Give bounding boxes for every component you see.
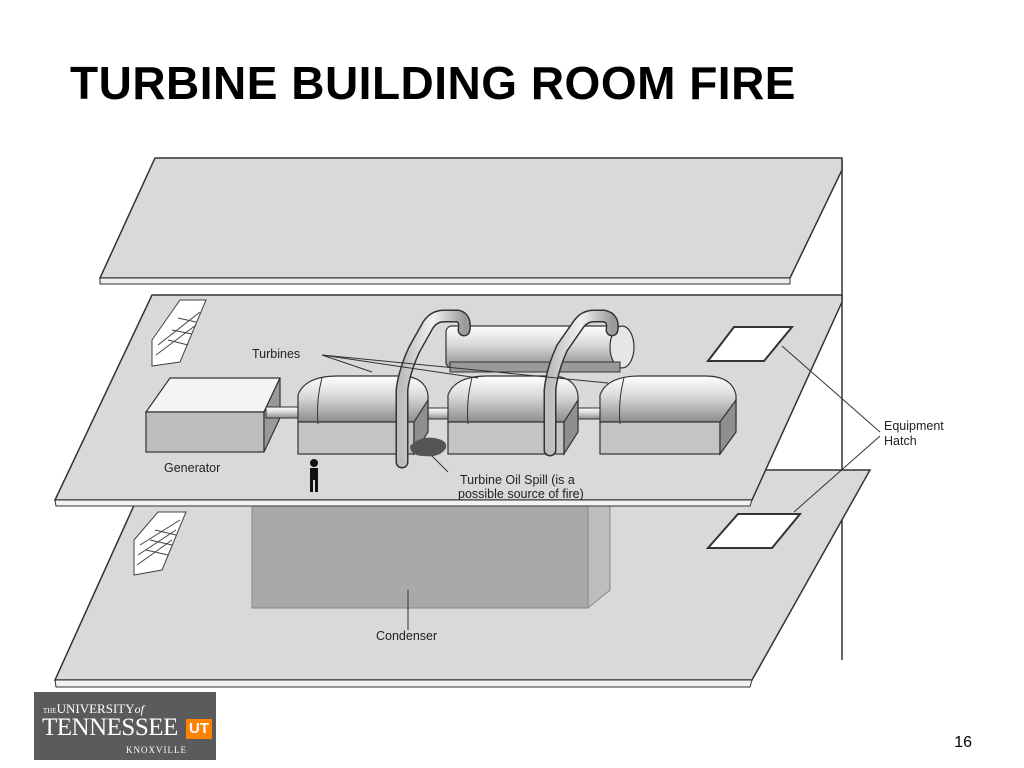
logo-tennessee-line: TENNESSEE [42,714,178,741]
equipment-hatch-label-line2: Hatch [884,434,917,448]
oil-spill [410,437,447,457]
logo-knoxville-line: KNOXVILLE [126,745,187,755]
condenser [251,476,611,610]
condenser-label: Condenser [376,629,437,643]
lower-equipment-hatch [705,513,803,549]
university-logo: THEUNIVERSITYof TENNESSEE UT KNOXVILLE [34,692,216,760]
slide-title: TURBINE BUILDING ROOM FIRE [70,57,796,109]
upper-stair [151,299,207,367]
rear-tank [445,325,635,373]
person-figure [310,459,318,492]
lower-stair [133,511,187,576]
oil-spill-label-line1: Turbine Oil Spill (is a [460,473,575,487]
turbine-unit-3 [599,375,737,456]
callout-lines [321,345,881,630]
top-floor [98,157,843,285]
upper-equipment-hatch [705,326,795,362]
equipment-hatch-label-line1: Equipment [884,419,944,433]
turbine-unit-2 [447,375,579,457]
oil-spill-label-line2: possible source of fire) [458,487,584,501]
generator [144,377,281,453]
generator-label: Generator [164,461,220,475]
page-number: 16 [954,734,972,751]
crossover-pipes [395,309,619,469]
ut-badge: UT [186,719,212,739]
turbines-label: Turbines [252,347,300,361]
logo-university-line: THEUNIVERSITYof [43,701,144,716]
